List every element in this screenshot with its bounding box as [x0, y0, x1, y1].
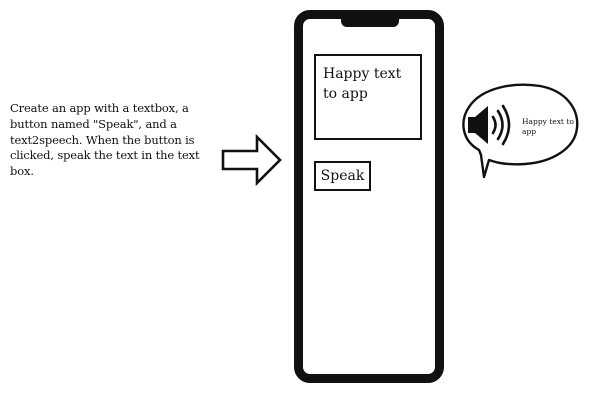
phone-notch	[341, 15, 399, 27]
text-input-box[interactable]: Happy text to app	[314, 54, 422, 140]
instruction-text: Create an app with a textbox, a button n…	[10, 101, 200, 179]
phone-mockup: Happy text to app Speak	[294, 10, 444, 383]
speech-bubble-text: Happy text to app	[522, 117, 574, 136]
speech-bubble	[462, 83, 579, 179]
speaker-sound-icon	[468, 104, 511, 146]
right-arrow-icon	[221, 134, 282, 186]
speak-button[interactable]: Speak	[314, 161, 371, 191]
